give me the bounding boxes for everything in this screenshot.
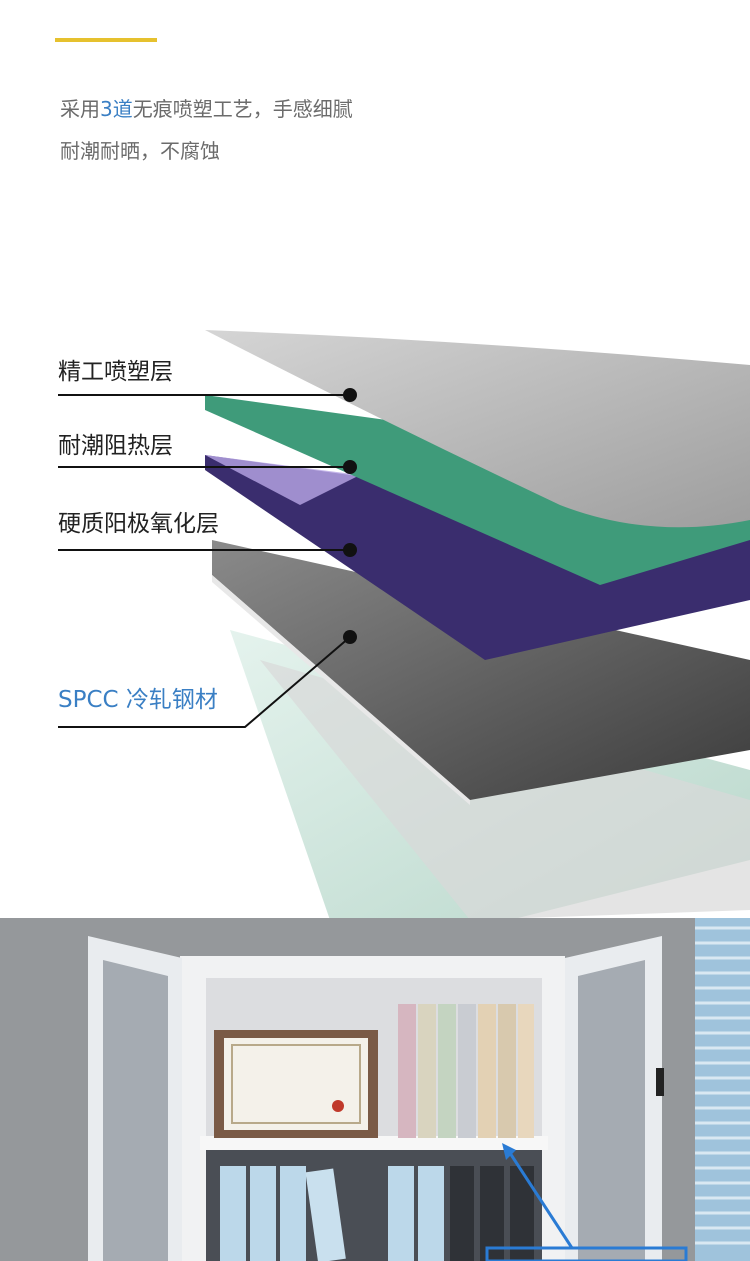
intro-highlight: 3道 [100,97,133,121]
layer-illustration [58,330,750,920]
cabinet-photo [0,918,750,1261]
leader-dot-2 [343,460,357,474]
intro-text: 采用3道无痕喷塑工艺，手感细腻 耐潮耐晒，不腐蚀 [60,88,353,172]
layer-label-2: 耐潮阻热层 [58,433,173,459]
purple-layer [205,455,750,660]
callout-line [506,1149,574,1249]
lower-binders [220,1166,534,1261]
upper-binders [398,1004,534,1138]
leader-dot-1 [343,388,357,402]
layer-label-3: 硬质阳极氧化层 [58,511,219,537]
accent-bar [55,38,157,42]
gray-layer [205,330,750,528]
intro-line-1: 采用3道无痕喷塑工艺，手感细腻 [60,97,353,121]
shelf [200,1136,548,1150]
layer-label-4: SPCC 冷轧钢材 [58,687,218,713]
green-layer [205,395,750,585]
door-lock [656,1068,664,1096]
layer-diagram: 精工喷塑层 耐潮阻热层 硬质阳极氧化层 SPCC 冷轧钢材 [0,300,750,920]
leader-line-4 [58,636,351,728]
window-blinds [695,918,750,1261]
leader-dot-4 [343,630,357,644]
steel-edge [212,575,470,805]
cabinet-illustration [0,918,750,1261]
intro-line-2: 耐潮耐晒，不腐蚀 [60,139,220,163]
steel-layer [212,540,750,800]
callout-box [485,1246,688,1261]
leader-dot-3 [343,543,357,557]
layer-label-1: 精工喷塑层 [58,359,173,385]
certificate-seal [332,1100,344,1112]
